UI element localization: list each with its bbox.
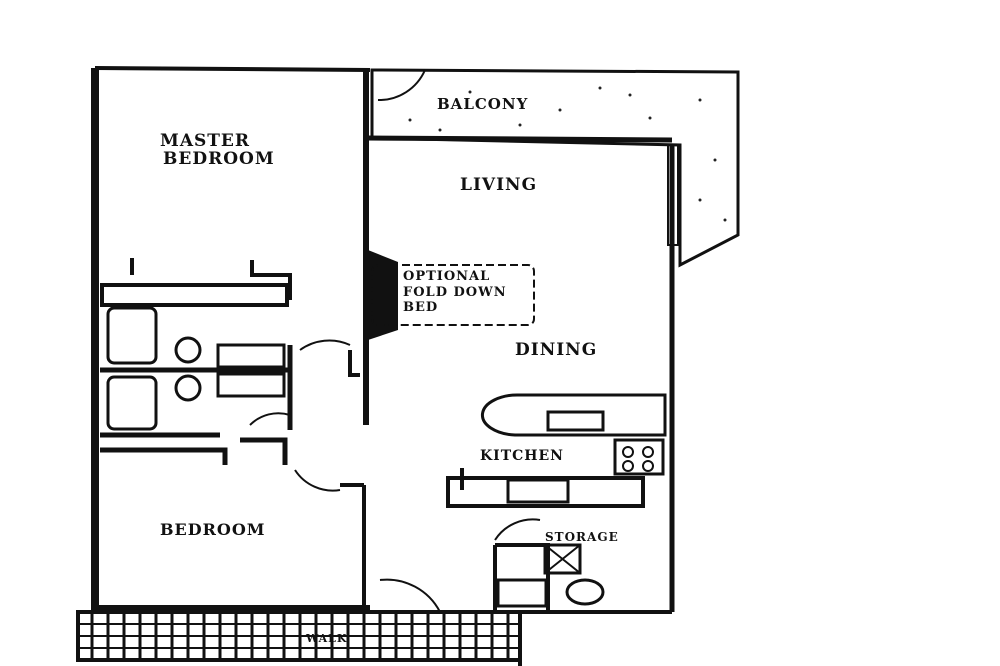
kitchen-label: KITCHEN — [480, 448, 564, 464]
walkway — [76, 610, 522, 662]
master-bedroom-label-2: BEDROOM — [163, 149, 275, 169]
master-bedroom-label: MASTER — [160, 131, 250, 151]
interior-walls — [100, 69, 426, 492]
storage-fixtures — [379, 518, 605, 613]
balcony-area — [370, 68, 740, 268]
dining-label: DINING — [515, 340, 597, 360]
fold-bed-label-3: BED — [403, 300, 438, 315]
walk-label: WALK — [305, 632, 347, 645]
bedroom-label: BEDROOM — [160, 520, 265, 539]
fold-down-bed — [368, 250, 535, 340]
balcony-label: BALCONY — [437, 95, 528, 113]
living-label: LIVING — [460, 175, 537, 195]
fold-bed-label-1: OPTIONAL — [403, 269, 490, 284]
kitchen-fixtures — [446, 144, 679, 508]
storage-label: STORAGE — [545, 530, 619, 544]
fold-bed-label-2: FOLD DOWN — [403, 285, 507, 300]
outer-walls — [91, 66, 675, 666]
